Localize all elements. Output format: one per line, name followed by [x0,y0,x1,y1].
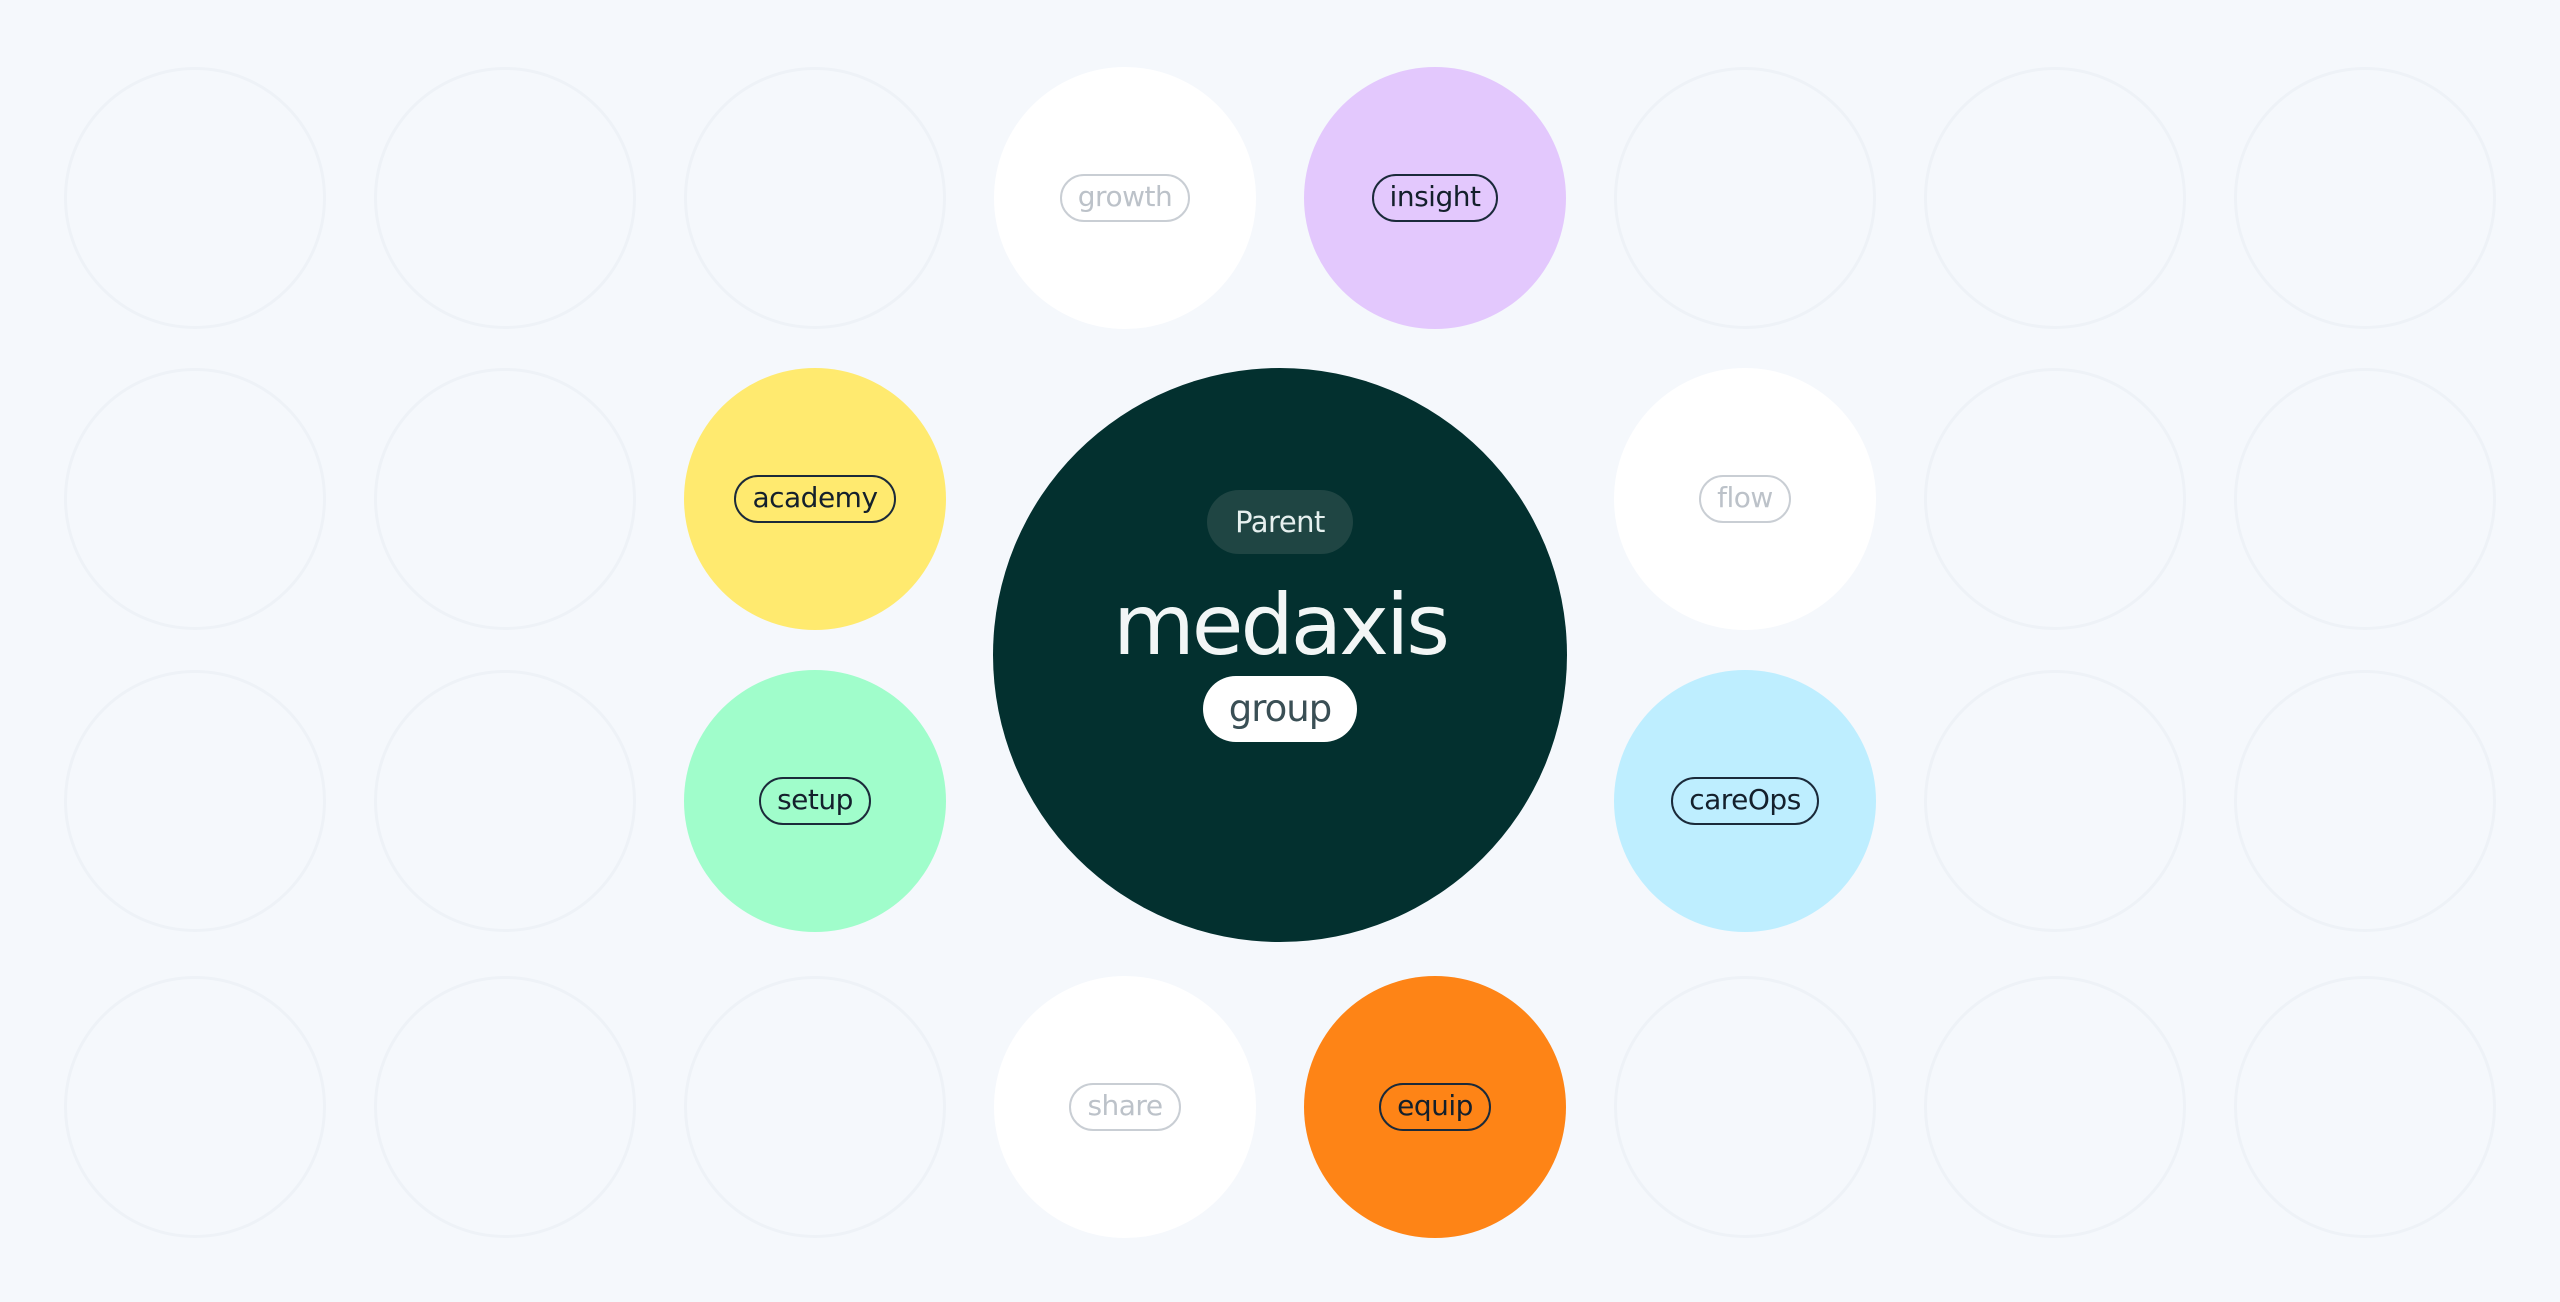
product-circle-equip[interactable]: equip [1304,976,1566,1238]
empty-slot-circle [2234,670,2496,932]
empty-slot-circle [1614,976,1876,1238]
empty-slot-circle [684,67,946,329]
empty-slot-circle [1924,368,2186,630]
empty-slot-circle [64,67,326,329]
product-label-insight: insight [1371,174,1499,222]
product-label-flow: flow [1699,475,1791,523]
product-circle-share[interactable]: share [994,976,1256,1238]
product-label-share: share [1069,1083,1181,1131]
product-circle-insight[interactable]: insight [1304,67,1566,329]
empty-slot-circle [1924,670,2186,932]
product-circle-growth[interactable]: growth [994,67,1256,329]
product-label-equip: equip [1379,1083,1491,1131]
empty-slot-circle [1614,67,1876,329]
empty-slot-circle [374,368,636,630]
product-circle-academy[interactable]: academy [684,368,946,630]
empty-slot-circle [2234,368,2496,630]
parent-brand-circle[interactable]: Parent medaxis group [993,368,1567,942]
empty-slot-circle [1924,67,2186,329]
brand-name: medaxis [1112,576,1450,674]
product-circle-careops[interactable]: careOps [1614,670,1876,932]
empty-slot-circle [1924,976,2186,1238]
empty-slot-circle [374,67,636,329]
empty-slot-circle [64,670,326,932]
product-label-growth: growth [1059,174,1191,222]
empty-slot-circle [374,670,636,932]
empty-slot-circle [2234,976,2496,1238]
empty-slot-circle [64,976,326,1238]
product-circle-flow[interactable]: flow [1614,368,1876,630]
empty-slot-circle [2234,67,2496,329]
product-label-setup: setup [759,777,871,825]
product-label-academy: academy [734,475,896,523]
product-circle-setup[interactable]: setup [684,670,946,932]
empty-slot-circle [374,976,636,1238]
group-tag: group [1202,676,1358,742]
parent-tag: Parent [1207,490,1353,554]
empty-slot-circle [64,368,326,630]
product-label-careops: careOps [1671,777,1819,825]
empty-slot-circle [684,976,946,1238]
